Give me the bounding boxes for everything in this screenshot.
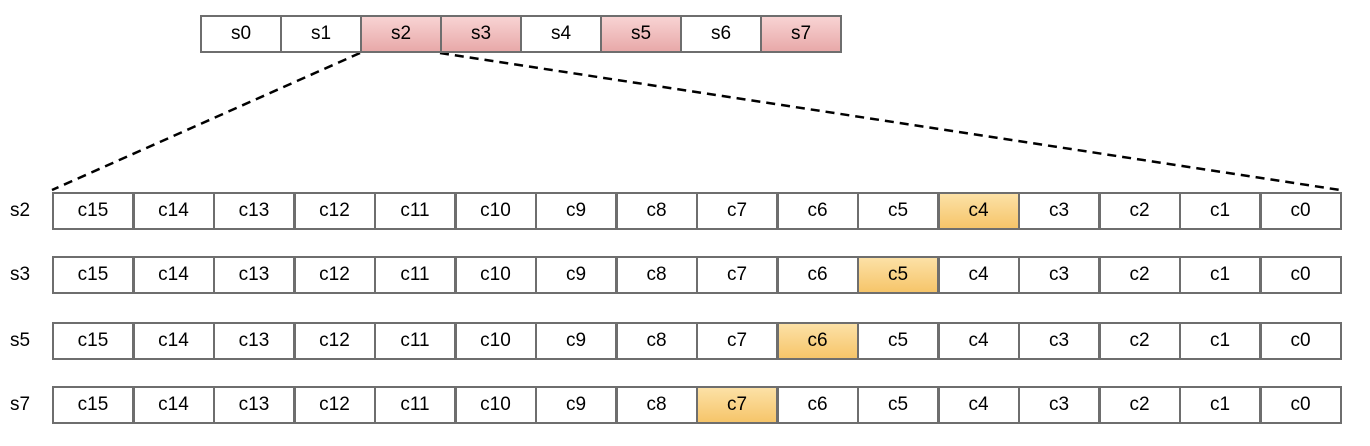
row-s2-cell-c13: c13 (213, 192, 295, 230)
row-s7-cell-c6: c6 (776, 386, 859, 424)
row-s3-cell-c2: c2 (1098, 256, 1181, 294)
row-s7-cell-c3: c3 (1018, 386, 1100, 424)
row-s3-cell-c13: c13 (213, 256, 295, 294)
row-s2-cell-c11: c11 (374, 192, 456, 230)
row-s7-cell-c7: c7 (696, 386, 778, 424)
row-s3-cell-c7: c7 (696, 256, 778, 294)
row-s7-cell-c11: c11 (374, 386, 456, 424)
row-s2-cell-c3: c3 (1018, 192, 1100, 230)
row-s7-cell-c4: c4 (937, 386, 1020, 424)
top-cell-s2: s2 (360, 15, 442, 53)
row-s3-cell-c9: c9 (535, 256, 617, 294)
top-cell-s0: s0 (200, 15, 282, 53)
row-s3-cell-c15: c15 (52, 256, 134, 294)
top-cell-s5: s5 (600, 15, 682, 53)
row-label: s7 (9, 394, 31, 415)
row-s2-cell-c9: c9 (535, 192, 617, 230)
row-s7-cell-c15: c15 (52, 386, 134, 424)
row-s5-cell-c6: c6 (776, 322, 859, 360)
row-label: s5 (9, 330, 31, 351)
row-s5-cell-c9: c9 (535, 322, 617, 360)
row-s3-cell-c0: c0 (1259, 256, 1342, 294)
top-cell-s3: s3 (440, 15, 522, 53)
row-s3-cell-c14: c14 (132, 256, 215, 294)
row-s2-cell-c6: c6 (776, 192, 859, 230)
row-s2-cell-c15: c15 (52, 192, 134, 230)
row-s7-cell-c12: c12 (293, 386, 376, 424)
row-s3-cell-c11: c11 (374, 256, 456, 294)
zoom-line-right (439, 51, 1341, 192)
row-s5-cell-c7: c7 (696, 322, 778, 360)
row-s5-cell-c3: c3 (1018, 322, 1100, 360)
row-s2-cell-c10: c10 (454, 192, 537, 230)
row-s2-cell-c5: c5 (857, 192, 939, 230)
zoom-line-left (51, 51, 361, 192)
row-s7-cell-c10: c10 (454, 386, 537, 424)
row-s5-cell-c0: c0 (1259, 322, 1342, 360)
row-s5-cell-c12: c12 (293, 322, 376, 360)
row-s5-cell-c8: c8 (615, 322, 698, 360)
row-s3-cell-c3: c3 (1018, 256, 1100, 294)
row-s2-cell-c7: c7 (696, 192, 778, 230)
row-s2-cell-c0: c0 (1259, 192, 1342, 230)
row-s5-cell-c10: c10 (454, 322, 537, 360)
row-s3-cell-c6: c6 (776, 256, 859, 294)
row-label: s2 (9, 200, 31, 221)
row-s3-cell-c1: c1 (1179, 256, 1261, 294)
row-s5-cell-c14: c14 (132, 322, 215, 360)
row-s7-cell-c0: c0 (1259, 386, 1342, 424)
row-s7-cell-c14: c14 (132, 386, 215, 424)
row-s2-cell-c8: c8 (615, 192, 698, 230)
row-s7-cell-c13: c13 (213, 386, 295, 424)
row-s3-cell-c5: c5 (857, 256, 939, 294)
row-s5-cell-c5: c5 (857, 322, 939, 360)
row-s7-cell-c2: c2 (1098, 386, 1181, 424)
top-cell-s7: s7 (760, 15, 842, 53)
row-s5-cell-c13: c13 (213, 322, 295, 360)
row-s7-cell-c1: c1 (1179, 386, 1261, 424)
row-s2-cell-c1: c1 (1179, 192, 1261, 230)
row-s2-cell-c14: c14 (132, 192, 215, 230)
row-s3-cell-c12: c12 (293, 256, 376, 294)
row-s5-cell-c1: c1 (1179, 322, 1261, 360)
row-s5-cell-c11: c11 (374, 322, 456, 360)
top-cell-s4: s4 (520, 15, 602, 53)
row-s3-cell-c10: c10 (454, 256, 537, 294)
row-s3-cell-c8: c8 (615, 256, 698, 294)
row-s5-cell-c15: c15 (52, 322, 134, 360)
row-s2-cell-c12: c12 (293, 192, 376, 230)
row-s2-cell-c4: c4 (937, 192, 1020, 230)
row-label: s3 (9, 264, 31, 285)
row-s2-cell-c2: c2 (1098, 192, 1181, 230)
top-cell-s1: s1 (280, 15, 362, 53)
row-s7-cell-c8: c8 (615, 386, 698, 424)
row-s7-cell-c5: c5 (857, 386, 939, 424)
row-s7-cell-c9: c9 (535, 386, 617, 424)
row-s3-cell-c4: c4 (937, 256, 1020, 294)
row-s5-cell-c2: c2 (1098, 322, 1181, 360)
top-cell-s6: s6 (680, 15, 762, 53)
row-s5-cell-c4: c4 (937, 322, 1020, 360)
